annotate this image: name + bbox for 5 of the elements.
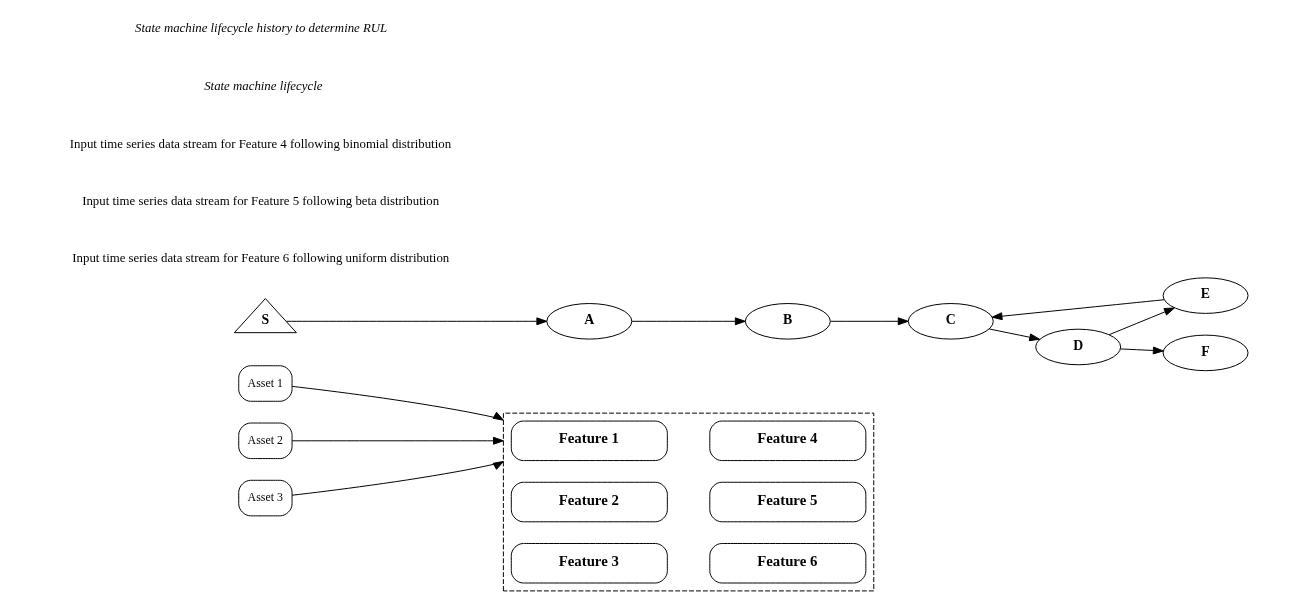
label: Input time series data stream for Feature 5 following beta distribution <box>81 194 439 209</box>
label: State machine lifecycle history to determine RUL <box>134 21 387 36</box>
label: Input time series data stream for Feature 6 following uniform distribution <box>71 251 449 266</box>
label: Input time series data stream for Feature 4 following binomial distribution <box>69 136 451 151</box>
label: State machine lifecycle <box>203 78 322 93</box>
